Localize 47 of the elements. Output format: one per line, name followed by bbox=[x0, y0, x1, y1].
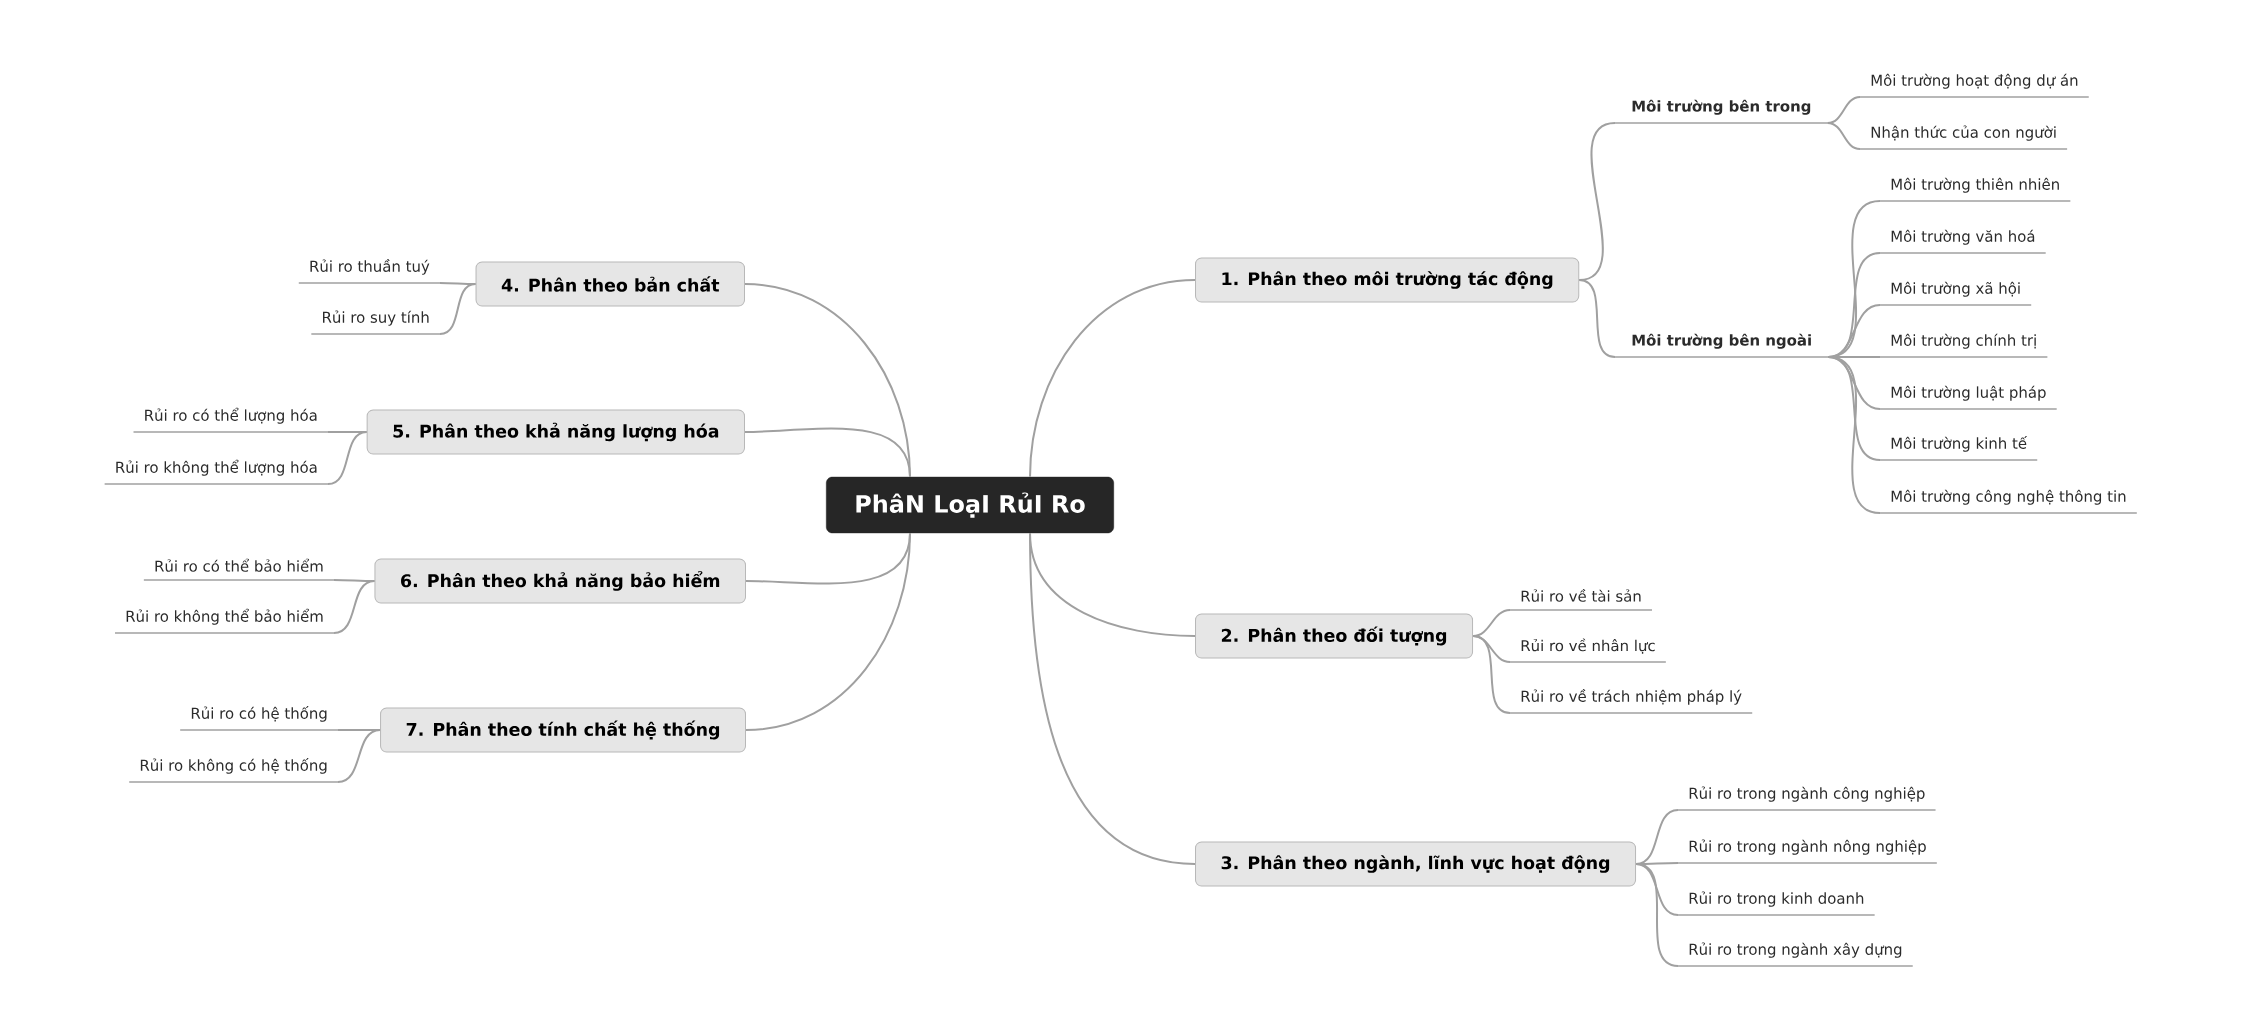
subtopic-label: Môi trường bên ngoài bbox=[1614, 333, 1830, 358]
leaf-label: Rủi ro trong ngành nông nghiệp bbox=[1677, 839, 1938, 864]
leaf-label: Rủi ro trong kinh doanh bbox=[1677, 891, 1876, 916]
branch-line bbox=[327, 431, 368, 485]
leaf-label: Rủi ro trong ngành công nghiệp bbox=[1677, 786, 1937, 811]
leaf-label: Rủi ro về trách nhiệm pháp lý bbox=[1509, 689, 1753, 714]
branch-line bbox=[1826, 122, 1862, 150]
leaf-label: Môi trường xã hội bbox=[1879, 281, 2032, 306]
branch-line bbox=[744, 427, 911, 478]
leaf-label: Rủi ro trong ngành xây dựng bbox=[1677, 942, 1914, 967]
leaf-label: Môi trường hoạt động dự án bbox=[1859, 73, 2090, 98]
branch-line bbox=[1827, 356, 1882, 514]
leaf-label: Rủi ro không thể bảo hiểm bbox=[114, 608, 335, 634]
leaf-label: Rủi ro thuần tuý bbox=[298, 259, 441, 284]
topic-box: 3. Phân theo ngành, lĩnh vực hoạt động bbox=[1195, 841, 1637, 887]
leaf-label: Môi trường văn hoá bbox=[1879, 229, 2047, 254]
leaf-label: Rủi ro về nhân lực bbox=[1509, 638, 1667, 663]
leaf-label: Nhận thức của con người bbox=[1859, 125, 2068, 150]
topic-box: 7. Phân theo tính chất hệ thống bbox=[380, 707, 746, 753]
leaf-label: Môi trường kinh tế bbox=[1879, 436, 2038, 461]
subtopic-label: Môi trường bên trong bbox=[1614, 99, 1829, 124]
branch-line bbox=[1472, 635, 1511, 714]
topic-box: 5. Phân theo khả năng lượng hóa bbox=[366, 409, 745, 455]
topic-box: 4. Phân theo bản chất bbox=[475, 261, 745, 307]
leaf-label: Rủi ro không có hệ thống bbox=[128, 758, 339, 783]
branch-line bbox=[337, 729, 382, 783]
branch-line bbox=[1578, 279, 1616, 358]
topic-box: 1. Phân theo môi trường tác động bbox=[1195, 257, 1580, 303]
leaf-label: Rủi ro về tài sản bbox=[1509, 588, 1653, 611]
branch-line bbox=[1635, 863, 1679, 967]
leaf-label: Rủi ro suy tính bbox=[310, 310, 441, 335]
central-topic-box: PhâN LoạI RủI Ro bbox=[826, 476, 1114, 534]
leaf-label: Môi trường công nghệ thông tin bbox=[1879, 489, 2138, 514]
topic-box: 6. Phân theo khả năng bảo hiểm bbox=[374, 558, 746, 604]
branch-line bbox=[745, 532, 911, 731]
leaf-label: Rủi ro có thể lượng hóa bbox=[132, 407, 329, 433]
leaf-label: Rủi ro không thể lượng hóa bbox=[103, 459, 329, 485]
branch-line bbox=[333, 580, 376, 634]
branch-line bbox=[439, 283, 477, 335]
leaf-label: Môi trường chính trị bbox=[1879, 333, 2049, 358]
branch-line bbox=[1029, 532, 1196, 865]
leaf-label: Môi trường luật pháp bbox=[1879, 385, 2058, 410]
topic-box: 2. Phân theo đối tượng bbox=[1195, 613, 1474, 659]
leaf-label: Môi trường thiên nhiên bbox=[1879, 177, 2072, 202]
branch-line bbox=[1029, 279, 1196, 478]
leaf-label: Rủi ro có hệ thống bbox=[179, 706, 339, 731]
leaf-label: Rủi ro có thể bảo hiểm bbox=[143, 558, 335, 581]
